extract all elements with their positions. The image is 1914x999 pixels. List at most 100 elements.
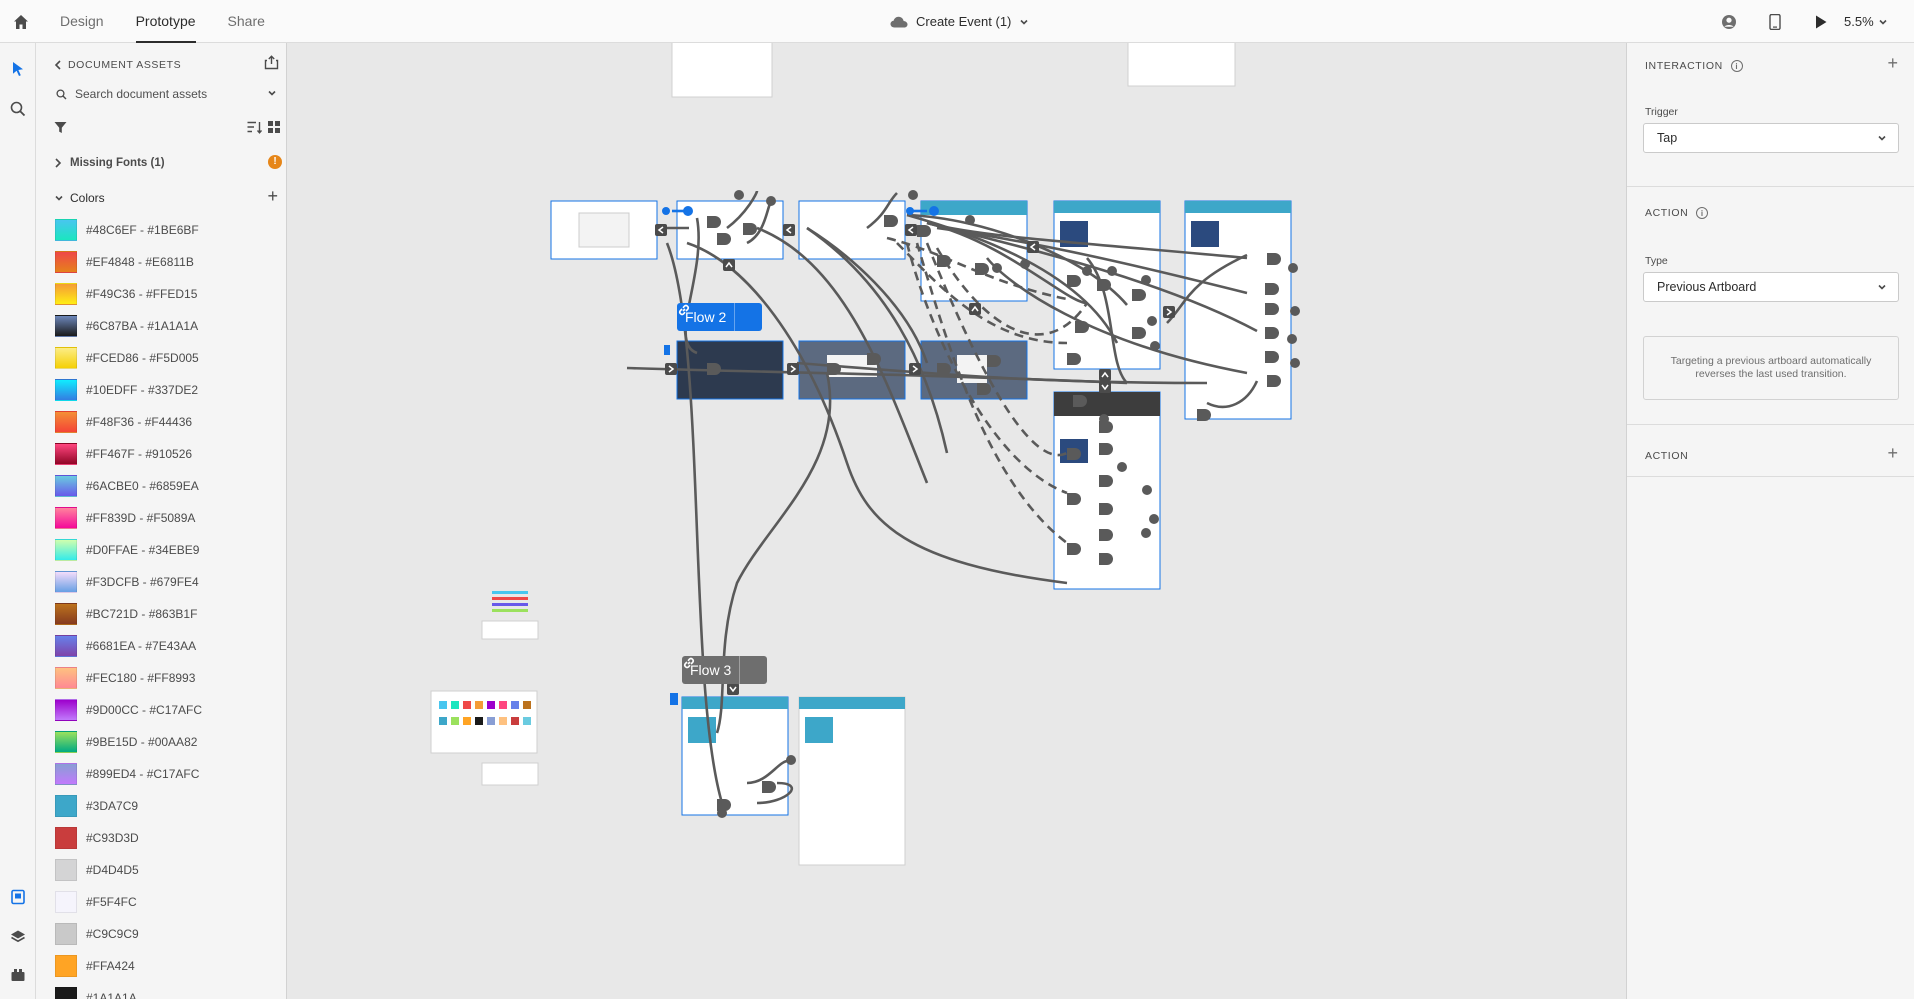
divider [1627,424,1914,425]
color-asset-item[interactable]: #EF4848 - #E6811B [55,246,283,278]
artboard[interactable] [676,200,784,260]
artboard-header [1185,201,1291,213]
color-asset-item[interactable]: #C93D3D [55,822,283,854]
divider [1627,476,1914,477]
add-color-plus-icon[interactable]: + [267,186,278,206]
color-asset-item[interactable]: #9D00CC - #C17AFC [55,694,283,726]
zoom-level-menu[interactable]: 5.5% [1844,14,1914,29]
document-title-menu[interactable]: Create Event (1) [890,0,1029,43]
play-icon[interactable] [1798,0,1844,43]
artboard[interactable] [430,690,538,754]
color-asset-item[interactable]: #10EDFF - #337DE2 [55,374,283,406]
color-swatch [55,283,77,305]
artboard-image [805,717,833,743]
artboard-image [688,717,716,743]
artboard-header [1054,201,1160,213]
user-icon[interactable] [1706,0,1752,43]
select-icon[interactable] [6,57,30,81]
plugins-icon[interactable] [6,963,30,987]
artboard[interactable] [920,200,1028,302]
color-swatch [55,219,77,241]
flow-3-tag[interactable]: Flow 3 [682,656,768,684]
color-label: #FF467F - #910526 [86,447,193,461]
color-asset-item[interactable]: #F48F36 - #F44436 [55,406,283,438]
filter-icon[interactable] [54,121,67,137]
info-icon[interactable]: i [1696,207,1709,219]
add-interaction-plus-icon[interactable]: + [1887,53,1898,73]
color-asset-item[interactable]: #9BE15D - #00AA82 [55,726,283,758]
color-asset-item[interactable]: #6ACBE0 - #6859EA [55,470,283,502]
link-icon[interactable] [684,656,767,684]
color-asset-item[interactable]: #D0FFAE - #34EBE9 [55,534,283,566]
flow-3-label: Flow 3 [690,662,732,678]
artboard[interactable] [481,620,539,640]
grid-icon[interactable] [268,121,280,136]
search-input[interactable] [75,87,255,101]
color-swatch [55,731,77,753]
color-asset-item[interactable]: #FEC180 - #FF8993 [55,662,283,694]
document-assets-icon[interactable] [6,885,30,909]
tab-share[interactable]: Share [227,13,265,29]
artboard[interactable] [671,43,773,98]
trigger-label: Trigger [1645,106,1678,118]
color-swatch [55,603,77,625]
artboard[interactable] [1127,43,1236,87]
color-asset-item[interactable]: #F5F4FC [55,886,283,918]
tab-design[interactable]: Design [60,13,104,29]
previous-artboard-note: Targeting a previous artboard automatica… [1643,336,1899,400]
color-asset-item[interactable]: #6C87BA - #1A1A1A [55,310,283,342]
color-asset-item[interactable]: #BC721D - #863B1F [55,598,283,630]
missing-fonts-label: Missing Fonts (1) [70,157,165,169]
prototype-canvas[interactable]: Flow 2 Flow 3 [287,43,1626,999]
trigger-value: Tap [1657,131,1678,145]
flow-2-tag[interactable]: Flow 2 [677,303,763,331]
color-label: #10EDFF - #337DE2 [86,383,199,397]
color-asset-item[interactable]: #48C6EF - #1BE6BF [55,214,283,246]
color-asset-item[interactable]: #899ED4 - #C17AFC [55,758,283,790]
sort-icon[interactable] [247,121,263,137]
palette-swatches [439,701,531,725]
link-icon[interactable] [679,303,762,331]
color-asset-item[interactable]: #F49C36 - #FFED15 [55,278,283,310]
color-label: #F5F4FC [86,895,137,909]
action-title: ACTION [1645,207,1689,219]
color-asset-item[interactable]: #1A1A1A [55,982,283,999]
add-action-plus-icon[interactable]: + [1887,443,1898,463]
colors-section-header[interactable]: Colors + [54,186,282,208]
color-asset-item[interactable]: #FCED86 - #F5D005 [55,342,283,374]
export-icon[interactable] [264,55,279,73]
color-swatch [55,923,77,945]
color-label: #9D00CC - #C17AFC [86,703,203,717]
color-asset-item[interactable]: #F3DCFB - #679FE4 [55,566,283,598]
device-icon[interactable] [1752,0,1798,43]
action-type-select[interactable]: Previous Artboard [1643,272,1899,302]
missing-fonts-section[interactable]: Missing Fonts (1) ! [54,153,282,173]
document-title: Create Event (1) [916,14,1012,29]
color-asset-item[interactable]: #6681EA - #7E43AA [55,630,283,662]
home-icon[interactable] [8,9,34,35]
info-icon[interactable]: i [1730,60,1743,72]
tab-prototype[interactable]: Prototype [120,0,212,43]
chevron-down-icon[interactable] [267,88,277,98]
artboard[interactable] [481,762,539,786]
color-swatch [55,827,77,849]
layers-icon[interactable] [6,925,30,949]
artboard[interactable] [798,200,906,260]
color-asset-item[interactable]: #FF467F - #910526 [55,438,283,470]
color-asset-item[interactable]: #FFA424 [55,950,283,982]
artboard-header [799,697,905,709]
color-label: #FEC180 - #FF8993 [86,671,196,685]
color-asset-item[interactable]: #3DA7C9 [55,790,283,822]
color-asset-item[interactable]: #C9C9C9 [55,918,283,950]
color-asset-item[interactable]: #FF839D - #F5089A [55,502,283,534]
action-2-header: ACTION [1645,450,1688,462]
artboard[interactable] [681,696,789,816]
color-asset-item[interactable]: #D4D4D5 [55,854,283,886]
color-swatch [55,475,77,497]
zoom-icon[interactable] [6,97,30,121]
chevron-left-icon[interactable] [54,60,62,70]
interaction-title: INTERACTION [1645,60,1723,72]
trigger-select[interactable]: Tap [1643,123,1899,153]
color-swatch [55,571,77,593]
artboard-header [682,697,788,709]
